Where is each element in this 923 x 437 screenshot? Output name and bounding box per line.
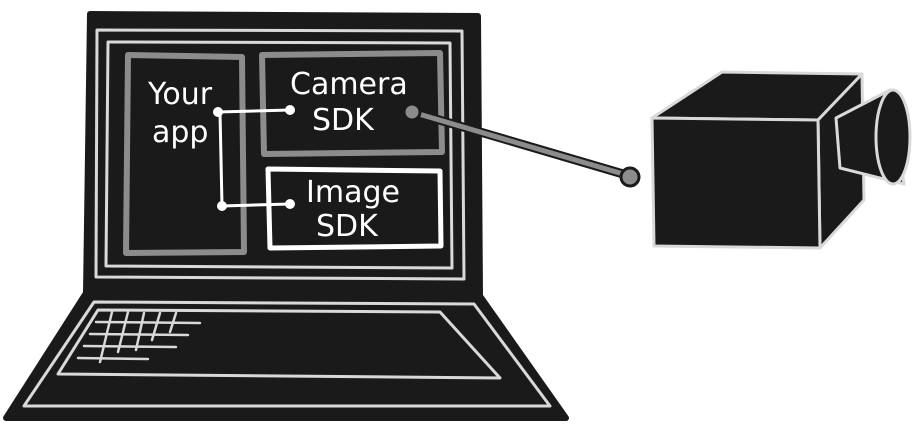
camera-cable [402,102,641,188]
camera-front-face [650,116,822,250]
image-sdk-box: Image SDK [265,166,444,251]
keyboard-area [56,308,502,380]
your-app-frame [123,52,247,256]
connector-dot-app-top [213,107,223,117]
cable-end-camera [619,166,641,188]
camera-sdk-box: Camera SDK [259,50,445,157]
image-sdk-label-line2: SDK [316,209,379,244]
laptop-base [3,290,569,421]
laptop-deck-outline [22,300,552,408]
connector-dot-image-sdk [285,199,295,209]
image-sdk-label-line1: Image [306,175,400,210]
cable-end-laptop [402,102,422,122]
camera-sdk-frame [259,50,445,157]
your-app-label-line2: app [152,115,208,150]
camera-sdk-label-line2: SDK [312,103,375,138]
camera-icon [650,70,912,250]
connector-dots [213,105,295,211]
app-to-sdk-connector [216,108,292,208]
keyboard-keys [76,310,202,364]
screen-bezel-inner [104,40,454,270]
camera-lens [874,88,912,186]
screen-bezel-outer [94,28,466,281]
camera-cable-line [409,109,633,179]
connector-dot-app-bottom [217,201,227,211]
your-app-box: Your app [123,52,247,256]
camera-sdk-label-line1: Camera [290,67,408,102]
connector-dot-camera-sdk [285,105,295,115]
image-sdk-frame [265,166,444,251]
your-app-label-line1: Your [147,77,213,112]
